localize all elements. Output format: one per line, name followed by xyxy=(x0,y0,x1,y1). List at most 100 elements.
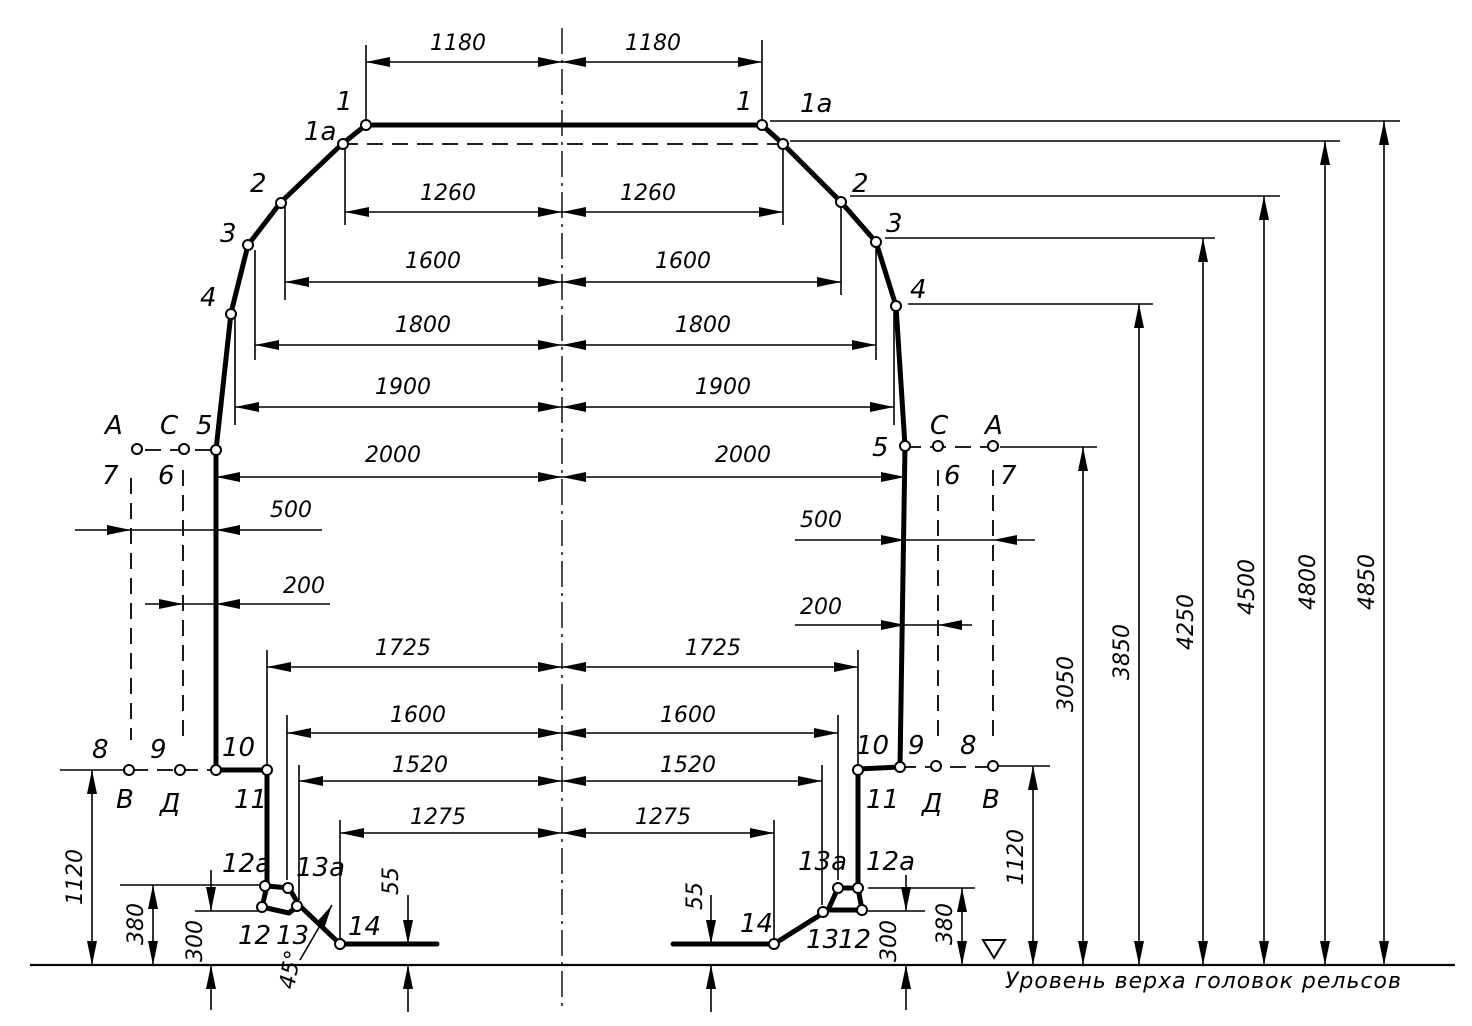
point-label: 12а xyxy=(866,847,915,877)
dimension-label: 1260 xyxy=(420,181,476,206)
dimension-label: 300 xyxy=(877,920,902,962)
point-label: 7 xyxy=(102,461,119,491)
point-label: 11 xyxy=(866,785,899,815)
dimension-label: 200 xyxy=(800,595,842,620)
dimension-label: 2000 xyxy=(715,443,771,468)
level-triangle-icon xyxy=(981,939,1007,960)
dimension-label: 1800 xyxy=(675,313,731,338)
dimension-label: 4850 xyxy=(1355,554,1380,610)
dimension-label: 1725 xyxy=(685,636,741,661)
gauge-point-marker xyxy=(131,443,143,455)
gauge-point-marker xyxy=(870,236,882,248)
dimension-label: 1275 xyxy=(635,805,691,830)
point-label: 13а xyxy=(296,853,345,883)
gauge-points xyxy=(123,119,999,950)
dimension-label: 4800 xyxy=(1296,554,1321,610)
dimension-label: 2000 xyxy=(365,443,421,468)
point-label: 8 xyxy=(960,731,977,761)
gauge-point-marker xyxy=(178,443,190,455)
point-label: 7 xyxy=(1000,461,1017,491)
dimension-label: 1900 xyxy=(375,375,431,400)
gauge-point-marker xyxy=(123,764,135,776)
dimension-labels: 1180 1180 1260 1260 1600 1600 1800 1800 … xyxy=(63,31,1380,991)
point-label: 3 xyxy=(220,219,237,249)
gauge-point-marker xyxy=(337,138,349,150)
point-label: 9 xyxy=(908,731,925,761)
point-label: 1а xyxy=(800,89,832,119)
gauge-point-marker xyxy=(832,882,844,894)
dimension-label: 1725 xyxy=(375,636,431,661)
point-label: 4 xyxy=(910,275,927,305)
point-label: 13 xyxy=(276,921,309,951)
dimension-label: 1520 xyxy=(660,753,716,778)
point-labels: 1 1а 2 3 4 5 С А 7 6 8 9 10 В Д 11 12а 1… xyxy=(92,87,1017,955)
dimension-label: 1120 xyxy=(1004,829,1029,885)
point-label: 3 xyxy=(886,209,903,239)
point-label: Д xyxy=(159,789,180,819)
dimension-label: 55 xyxy=(379,867,404,895)
point-label: 1 xyxy=(336,87,353,117)
point-label: 10 xyxy=(856,731,889,761)
dimension-label: 1600 xyxy=(660,703,716,728)
gauge-point-marker xyxy=(817,906,829,918)
gauge-point-marker xyxy=(259,880,271,892)
gauge-point-marker xyxy=(756,119,768,131)
horizontal-dimensions xyxy=(75,40,1035,940)
gauge-point-marker xyxy=(856,904,868,916)
dimension-label: 380 xyxy=(933,903,958,945)
point-label: 2 xyxy=(250,169,267,199)
point-label: 13 xyxy=(806,925,839,955)
dimension-label: 500 xyxy=(270,498,312,523)
point-label: 4 xyxy=(200,283,217,313)
dimension-label: 1260 xyxy=(620,181,676,206)
structure-lines xyxy=(130,446,994,771)
point-label: 1а xyxy=(304,117,336,147)
dimension-label: 4250 xyxy=(1174,594,1199,650)
point-label: 14 xyxy=(348,912,381,942)
point-label: С xyxy=(930,411,949,441)
point-label: 12 xyxy=(238,921,271,951)
gauge-point-marker xyxy=(174,764,186,776)
gauge-outline xyxy=(213,122,908,947)
gauge-point-marker xyxy=(987,440,999,452)
point-label: 9 xyxy=(150,735,167,765)
gauge-point-marker xyxy=(932,440,944,452)
dimension-label: 1600 xyxy=(655,249,711,274)
gauge-point-marker xyxy=(334,938,346,950)
gauge-point-marker xyxy=(894,761,906,773)
gauge-point-marker xyxy=(256,901,268,913)
gauge-point-marker xyxy=(835,196,847,208)
point-label: А xyxy=(983,411,1003,441)
point-label: 5 xyxy=(872,433,889,463)
vertical-dimensions xyxy=(60,120,1400,1012)
point-label: 12а xyxy=(222,849,271,879)
gauge-point-marker xyxy=(768,938,780,950)
dimension-label: 1120 xyxy=(63,849,88,905)
dimension-label: 300 xyxy=(183,920,208,962)
point-label: 2 xyxy=(852,169,869,199)
point-label: 10 xyxy=(222,733,255,763)
dimension-label: 1900 xyxy=(695,375,751,400)
gauge-point-marker xyxy=(930,760,942,772)
gauge-point-marker xyxy=(987,760,999,772)
point-label: 6 xyxy=(158,461,175,491)
dimension-label: 1520 xyxy=(392,753,448,778)
point-label: 5 xyxy=(196,411,213,441)
point-label: А xyxy=(103,411,123,441)
dimension-label: 55 xyxy=(683,882,708,910)
dimension-label: 200 xyxy=(283,574,325,599)
rail-head-level-label: Уровень верха головок рельсов xyxy=(1005,969,1402,994)
dimension-label: 1275 xyxy=(410,805,466,830)
dimension-label: 1600 xyxy=(405,249,461,274)
dimension-label: 1800 xyxy=(395,313,451,338)
point-label: Д xyxy=(921,789,942,819)
point-label: 1 xyxy=(736,87,753,117)
gauge-point-marker xyxy=(210,444,222,456)
gauge-point-marker xyxy=(275,197,287,209)
dimension-label: 500 xyxy=(800,508,842,533)
point-label: 13а xyxy=(798,847,847,877)
dimension-label: 380 xyxy=(124,903,149,945)
dimension-label: 1180 xyxy=(430,31,486,56)
gauge-point-marker xyxy=(777,138,789,150)
gauge-point-marker xyxy=(899,440,911,452)
